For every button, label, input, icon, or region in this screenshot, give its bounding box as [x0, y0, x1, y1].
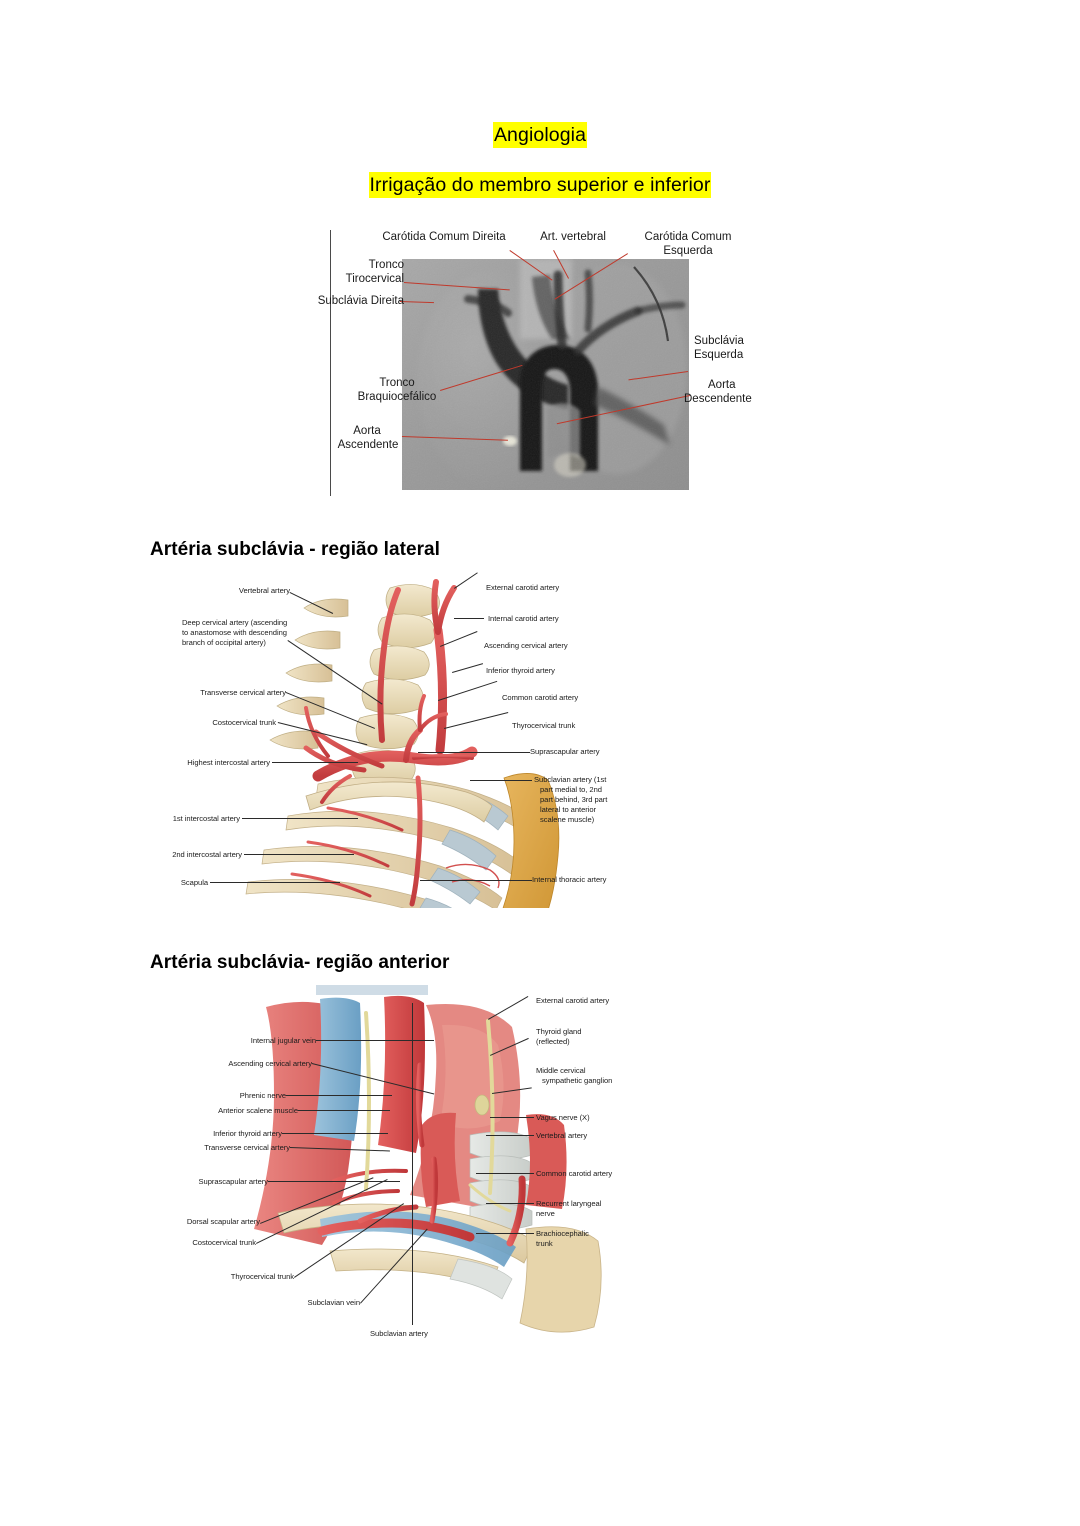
lead-1st-intercostal-artery — [242, 818, 358, 819]
label-inferior-thyroid-artery: Inferior thyroid artery — [213, 1129, 282, 1138]
label-subclavian-artery-line3: part behind, 3rd part — [540, 795, 608, 804]
label-subclavia-direita: Subclávia Direita — [317, 295, 404, 307]
label-thyrocervical-trunk: Thyrocervical trunk — [512, 721, 576, 730]
label-suprascapular-artery: Suprascapular artery — [198, 1177, 269, 1186]
lead-subclavian-artery — [470, 780, 532, 781]
page-subtitle: Irrigação do membro superior e inferior — [368, 172, 712, 198]
label-anterior-scalene-muscle: Anterior scalene muscle — [218, 1106, 298, 1115]
label-tronco-braquiocefalico-line2: Braquiocefálico — [357, 391, 437, 403]
lead-common-carotid-artery — [476, 1173, 534, 1174]
label-internal-carotid-artery: Internal carotid artery — [488, 614, 559, 623]
document-subtitle-block: Irrigação do membro superior e inferior — [0, 172, 1080, 198]
angiogram-image — [402, 259, 689, 490]
label-highest-intercostal-artery: Highest intercostal artery — [187, 758, 270, 767]
lead-subclavian-artery — [412, 1003, 413, 1325]
angiogram-graphic — [402, 259, 689, 490]
label-thyroid-gland-line1: Thyroid gland — [536, 1027, 582, 1036]
lead-recurrent-laryngeal-nerve — [486, 1203, 534, 1204]
label-internal-thoracic-artery: Internal thoracic artery — [532, 875, 607, 884]
label-phrenic-nerve: Phrenic nerve — [239, 1091, 286, 1100]
page-title: Angiologia — [492, 122, 588, 148]
label-deep-cervical-artery-line1: Deep cervical artery (ascending — [182, 618, 288, 627]
label-art-vertebral: Art. vertebral — [540, 231, 606, 243]
label-tronco-tirocervical-line1: Tronco — [368, 259, 404, 271]
lead-brachiocephalic-trunk — [476, 1233, 534, 1234]
label-middle-cervical-ganglion-line2: sympathetic ganglion — [542, 1076, 613, 1085]
figure-subclavian-lateral: Vertebral artery Deep cervical artery (a… — [168, 570, 642, 908]
lead-suprascapular-artery — [418, 752, 530, 753]
label-ascending-cervical-artery: Ascending cervical artery — [228, 1059, 312, 1068]
label-1st-intercostal-artery: 1st intercostal artery — [172, 814, 240, 823]
label-subclavian-artery-line5: scalene muscle) — [540, 815, 595, 824]
label-aorta-descendente-line2: Descendente — [684, 393, 752, 405]
label-deep-cervical-artery-line3: branch of occipital artery) — [182, 638, 266, 647]
label-inferior-thyroid-artery: Inferior thyroid artery — [486, 666, 555, 675]
lead-vertebral-artery — [486, 1135, 534, 1136]
label-ascending-cervical-artery: Ascending cervical artery — [484, 641, 568, 650]
figure-aortic-arch-angiogram: Carótida Comum Direita Art. vertebral Ca… — [318, 224, 752, 496]
label-transverse-cervical-artery: Transverse cervical artery — [204, 1143, 290, 1152]
label-2nd-intercostal-artery: 2nd intercostal artery — [172, 850, 242, 859]
label-carotida-comum-esquerda-line2: Esquerda — [663, 245, 713, 257]
label-transverse-cervical-artery: Transverse cervical artery — [200, 688, 286, 697]
section-heading-lateral: Artéria subclávia - região lateral — [150, 539, 440, 560]
label-subclavian-artery-line4: lateral to anterior — [540, 805, 597, 814]
label-costocervical-trunk: Costocervical trunk — [192, 1238, 256, 1247]
label-recurrent-laryngeal-nerve-line2: nerve — [536, 1209, 555, 1218]
label-vertebral-artery: Vertebral artery — [536, 1131, 588, 1140]
label-middle-cervical-ganglion-line1: Middle cervical — [536, 1066, 586, 1075]
lead-internal-carotid-artery — [454, 618, 484, 619]
label-carotida-comum-direita: Carótida Comum Direita — [382, 231, 506, 243]
label-external-carotid-artery: External carotid artery — [536, 996, 610, 1005]
lateral-plate-artwork — [168, 570, 642, 908]
label-common-carotid-artery: Common carotid artery — [536, 1169, 613, 1178]
lead-anterior-scalene-muscle — [298, 1110, 390, 1111]
label-costocervical-trunk: Costocervical trunk — [212, 718, 276, 727]
lead-highest-intercostal-artery — [272, 762, 358, 763]
label-subclavian-artery-line1: Subclavian artery (1st — [534, 775, 607, 784]
label-scapula: Scapula — [180, 878, 208, 887]
label-deep-cervical-artery-line2: to anastomose with descending — [182, 628, 287, 637]
label-vertebral-artery: Vertebral artery — [238, 586, 290, 595]
label-subclavia-esquerda-line1: Subclávia — [694, 335, 744, 347]
label-aorta-descendente-line1: Aorta — [708, 379, 736, 391]
label-common-carotid-artery: Common carotid artery — [502, 693, 579, 702]
label-recurrent-laryngeal-nerve-line1: Recurrent laryngeal — [536, 1199, 602, 1208]
lead-internal-jugular-vein — [316, 1040, 434, 1041]
label-suprascapular-artery: Suprascapular artery — [530, 747, 600, 756]
label-dorsal-scapular-artery: Dorsal scapular artery — [186, 1217, 260, 1226]
label-subclavia-esquerda-line2: Esquerda — [694, 349, 744, 361]
label-brachiocephalic-trunk-line1: Brachiocephalic — [536, 1229, 589, 1238]
label-subclavian-vein: Subclavian vein — [307, 1298, 361, 1307]
label-tronco-braquiocefalico-line1: Tronco — [379, 377, 415, 389]
anterior-plate-artwork — [170, 985, 640, 1350]
label-subclavian-artery-line2: part medial to, 2nd — [540, 785, 602, 794]
label-thyrocervical-trunk: Thyrocervical trunk — [230, 1272, 294, 1281]
lead-scapula — [210, 882, 340, 883]
label-aorta-ascendente-line2: Ascendente — [337, 439, 399, 451]
section-heading-anterior: Artéria subclávia- região anterior — [150, 952, 450, 973]
label-brachiocephalic-trunk-line2: trunk — [536, 1239, 553, 1248]
lead-internal-thoracic-artery — [420, 880, 532, 881]
label-aorta-ascendente-line1: Aorta — [353, 425, 381, 437]
label-external-carotid-artery: External carotid artery — [486, 583, 560, 592]
label-tronco-tirocervical-line2: Tirocervical — [345, 273, 404, 285]
lead-phrenic-nerve — [286, 1095, 392, 1096]
document-title-block: Angiologia — [0, 122, 1080, 148]
figure-subclavian-anterior: Internal jugular vein Ascending cervical… — [170, 985, 640, 1350]
lead-vagus-nerve — [490, 1117, 534, 1118]
label-internal-jugular-vein: Internal jugular vein — [250, 1036, 316, 1045]
label-vagus-nerve: Vagus nerve (X) — [536, 1113, 590, 1122]
lead-suprascapular-artery — [268, 1181, 400, 1182]
label-subclavian-artery: Subclavian artery — [370, 1329, 428, 1338]
lead-inferior-thyroid-artery — [282, 1133, 388, 1134]
label-thyroid-gland-line2: (reflected) — [536, 1037, 570, 1046]
lead-2nd-intercostal-artery — [244, 854, 354, 855]
figure-left-rule — [330, 230, 331, 496]
label-carotida-comum-esquerda-line1: Carótida Comum — [644, 231, 732, 243]
